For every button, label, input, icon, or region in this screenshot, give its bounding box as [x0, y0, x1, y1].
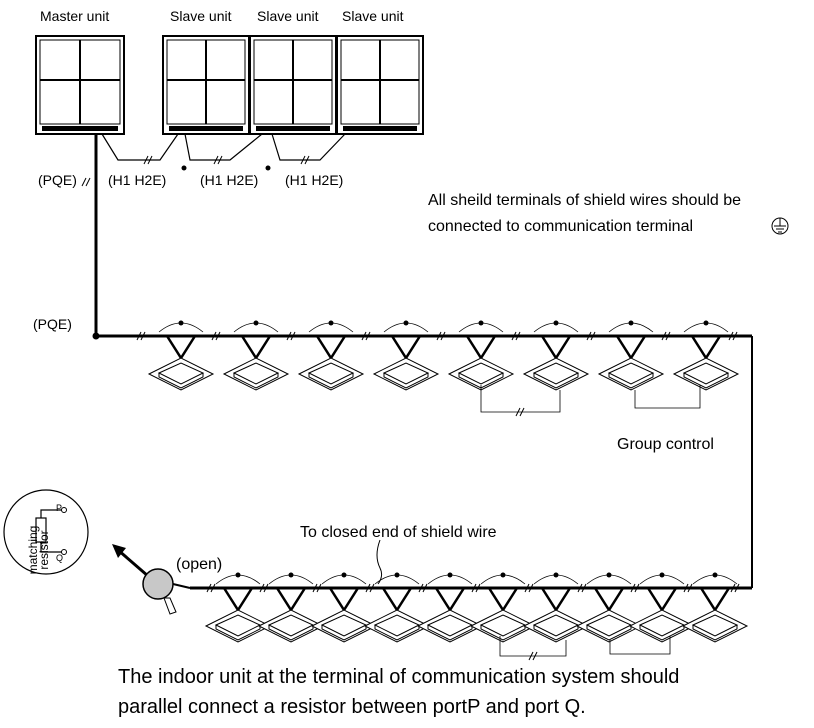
indoor-unit-row1 — [147, 320, 215, 391]
indoor-unit-row1 — [597, 320, 665, 391]
indoor-unit-row2 — [681, 572, 749, 643]
indoor-unit-row2 — [257, 572, 325, 643]
group-link-row2-b — [609, 636, 671, 655]
shield-mark — [143, 155, 153, 165]
group-link-row2-a — [499, 636, 567, 657]
magnifier-handle — [163, 597, 177, 615]
shield-mark — [515, 407, 525, 417]
shield-dot — [265, 165, 271, 171]
indoor-unit-row1 — [372, 320, 440, 391]
outdoor-units — [35, 35, 424, 135]
matching-resistor-callout — [3, 489, 191, 615]
shield-mark — [365, 583, 375, 593]
indoor-unit-row2 — [204, 572, 272, 643]
ground-terminal-icon — [771, 217, 789, 235]
slave-unit-label-3: Slave unit — [342, 8, 404, 24]
h1h2e-link-1 — [101, 133, 179, 161]
shield-mark — [300, 155, 310, 165]
h1h2e-label-2: (H1 H2E) — [200, 172, 259, 188]
closed-end-pointer — [376, 539, 383, 585]
slave-unit-3 — [336, 35, 424, 135]
indoor-unit-row2 — [416, 572, 484, 643]
indoor-unit-row2 — [310, 572, 378, 643]
port-p-label: P — [56, 503, 63, 513]
indoor-unit-row2 — [628, 572, 696, 643]
shield-mark — [511, 331, 521, 341]
callout-arrowhead — [112, 544, 126, 558]
shield-mark — [661, 331, 671, 341]
shield-mark — [286, 331, 296, 341]
pqe-top-label: (PQE) — [38, 172, 77, 188]
shield-mark — [630, 583, 640, 593]
indoor-row-1 — [136, 320, 740, 417]
group-link-row1-b — [634, 385, 701, 409]
callout-arrow — [117, 548, 149, 578]
master-unit-label: Master unit — [40, 8, 110, 24]
shield-mark — [211, 331, 221, 341]
slave-unit-2 — [249, 35, 337, 135]
group-link-row1-a — [480, 385, 561, 413]
shield-mark — [577, 583, 587, 593]
port-q-label: Q — [56, 553, 64, 563]
bottom-note-line2: parallel connect a resistor between port… — [118, 696, 586, 718]
indoor-unit-row1 — [522, 320, 590, 391]
h1h2e-link-2 — [184, 133, 263, 161]
pqe-main-label: (PQE) — [33, 316, 72, 332]
resistor-text-line2: resistor — [37, 530, 51, 570]
shield-mark — [436, 331, 446, 341]
indoor-unit-row1 — [297, 320, 365, 391]
shield-dot — [181, 165, 187, 171]
slave-unit-1 — [162, 35, 250, 135]
slave-unit-label-1: Slave unit — [170, 8, 232, 24]
indoor-unit-row1 — [447, 320, 515, 391]
shield-mark — [312, 583, 322, 593]
pqe-shield-mark — [81, 177, 91, 187]
shield-mark — [136, 331, 146, 341]
group-control-label: Group control — [617, 436, 714, 453]
indoor-unit-row2 — [575, 572, 643, 643]
shield-mark — [259, 583, 269, 593]
resistor-text: matching resistor — [26, 524, 51, 576]
shield-mark — [206, 583, 216, 593]
shield-note-line2: connected to communication terminal — [428, 218, 694, 235]
shield-mark — [728, 331, 738, 341]
closed-end-label: To closed end of shield wire — [300, 524, 497, 541]
indoor-unit-row1 — [222, 320, 290, 391]
bottom-note-line1: The indoor unit at the terminal of commu… — [118, 666, 680, 688]
shield-mark — [730, 583, 740, 593]
master-unit — [35, 35, 125, 135]
indoor-unit-row2 — [469, 572, 537, 643]
shield-mark — [418, 583, 428, 593]
communication-wiring — [81, 133, 753, 590]
indoor-unit-row1 — [672, 320, 740, 391]
shield-mark — [528, 651, 538, 661]
slave-unit-label-2: Slave unit — [257, 8, 319, 24]
indoor-unit-row2 — [522, 572, 590, 643]
indoor-row-2 — [204, 539, 749, 661]
magnifier-icon — [142, 568, 174, 600]
h1h2e-label-3: (H1 H2E) — [285, 172, 344, 188]
shield-mark — [213, 155, 223, 165]
shield-mark — [471, 583, 481, 593]
h1h2e-link-3 — [271, 133, 346, 161]
shield-note-line1: All sheild terminals of shield wires sho… — [428, 192, 742, 209]
h1h2e-label-1: (H1 H2E) — [108, 172, 167, 188]
shield-mark — [683, 583, 693, 593]
shield-mark — [586, 331, 596, 341]
indoor-unit-row2 — [363, 572, 431, 643]
open-label: (open) — [176, 556, 223, 573]
shield-mark — [524, 583, 534, 593]
shield-mark — [361, 331, 371, 341]
